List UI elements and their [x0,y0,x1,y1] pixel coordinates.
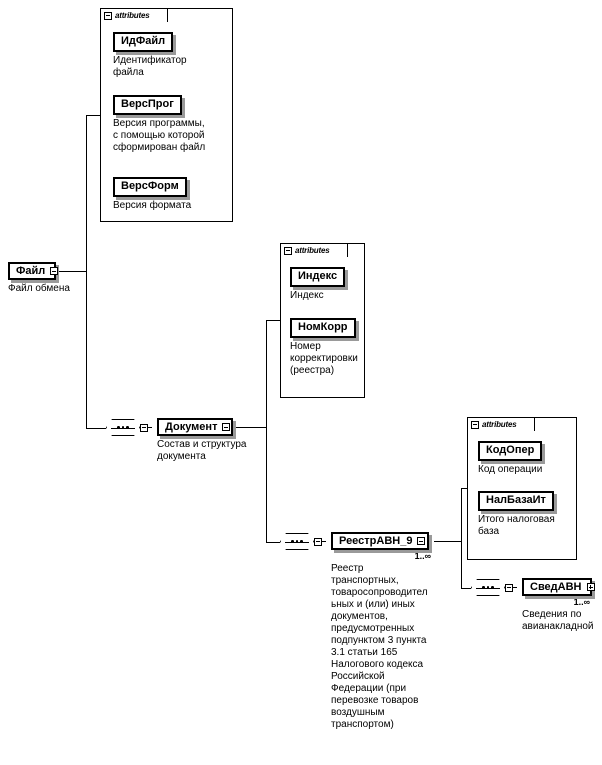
minus-box-icon[interactable] [417,537,426,545]
attribute-kodoper: КодОпер Код операции [478,440,542,476]
node-fajl-label: Файл [16,265,46,277]
sequence-connector-registry[interactable] [280,533,326,550]
sequence-dots [482,586,494,589]
minus-box-icon[interactable] [471,420,479,429]
attribute-idfajl: ИдФайл Идентификатор файла [113,31,187,79]
sequence-connector-icon[interactable] [106,419,140,436]
connector-trunk3-sequence-awb [461,588,471,589]
minus-box-icon[interactable] [104,11,112,20]
node-reestravn9-box[interactable]: РеестрАВН_9 [331,532,429,550]
connector-trunk2-sequence-registry [266,542,280,543]
connector-trunk-attributes-file [86,115,101,116]
node-reestravn9-description: Реестр транспортных, товаросопроводител … [331,563,428,730]
connector-dokument-trunk [236,427,266,428]
attribute-versform: ВерсФорм Версия формата [113,176,191,212]
attributes-tab-registry[interactable]: attributes [467,417,535,432]
attribute-versprog: ВерсПрог Версия программы, с помощью кот… [113,94,205,154]
node-fajl-description: Файл обмена [8,283,70,294]
node-fajl-box[interactable]: Файл [8,262,59,280]
connector-trunk2-vertical [266,320,267,542]
connector-trunk-vertical [86,115,87,428]
sequence-stub [322,541,326,542]
attribute-nalbazait: НалБазаИт Итого налоговая база [478,490,555,538]
node-reestravn9: РеестрАВН_9 1..∞ Реестр транспортных, то… [331,532,431,731]
attributes-tab-label: attributes [482,420,517,429]
attribute-description: Индекс [290,290,324,301]
node-dokument-box[interactable]: Документ [157,418,233,436]
sequence-stub [513,587,517,588]
attribute-name-box[interactable]: КодОпер [478,441,543,461]
sequence-dots [117,426,129,429]
attribute-name-box[interactable]: НомКорр [290,318,356,338]
minus-box-icon[interactable] [50,267,59,275]
attribute-description: Итого налоговая база [478,514,555,537]
sequence-dots [291,540,303,543]
node-svedavn-box[interactable]: СведАВН [522,578,595,596]
attributes-tab-document[interactable]: attributes [280,243,348,258]
connector-reestravn9-trunk [434,541,461,542]
connector-trunk3-vertical [461,488,462,588]
attribute-indeks: Индекс Индекс [290,266,346,302]
attributes-tab-label: attributes [295,246,330,255]
connector-trunk2-attributes-document [266,320,281,321]
attribute-description: Код операции [478,464,543,475]
attribute-description: Версия формата [113,200,192,211]
node-svedavn-description: Сведения по авианакладной [522,609,594,632]
plus-box-icon[interactable] [586,583,595,591]
attributes-panel-registry: attributes [467,417,577,560]
minus-box-icon[interactable] [314,537,322,546]
attribute-name-box[interactable]: ВерсФорм [113,177,187,197]
sequence-connector-icon[interactable] [280,533,314,550]
sequence-connector-document[interactable] [106,419,152,436]
minus-box-icon[interactable] [284,246,292,255]
minus-box-icon[interactable] [222,423,231,431]
attribute-name-box[interactable]: НалБазаИт [478,491,554,511]
node-dokument: Документ Состав и структура документа [157,418,247,463]
connector-trunk3-attributes-registry [461,488,467,489]
node-dokument-label: Документ [165,421,218,433]
node-reestravn9-label: РеестрАВН_9 [339,535,413,547]
node-svedavn-label: СведАВН [530,581,582,593]
attribute-name-box[interactable]: ВерсПрог [113,95,182,115]
attribute-description: Номер корректировки (реестра) [290,341,358,376]
attribute-description: Идентификатор файла [113,55,187,78]
connector-fajl-trunk [59,271,86,272]
attribute-nomkorr: НомКорр Номер корректировки (реестра) [290,317,358,377]
minus-box-icon[interactable] [505,583,513,592]
attribute-name-box[interactable]: Индекс [290,267,346,287]
attributes-tab-file[interactable]: attributes [100,8,168,23]
attribute-description: Версия программы, с помощью которой сфор… [113,118,206,153]
minus-box-icon[interactable] [140,423,148,432]
attributes-tab-label: attributes [115,11,150,20]
node-svedavn-cardinality: 1..∞ [573,597,590,607]
connector-trunk-sequence-document [86,428,106,429]
node-svedavn: СведАВН 1..∞ Сведения по авианакладной [522,578,595,633]
sequence-stub [148,427,152,428]
node-fajl: Файл Файл обмена [8,262,70,295]
sequence-connector-icon[interactable] [471,579,505,596]
node-dokument-description: Состав и структура документа [157,439,247,462]
attribute-name-box[interactable]: ИдФайл [113,32,174,52]
node-reestravn9-cardinality: 1..∞ [414,551,431,561]
sequence-connector-awb[interactable] [471,579,517,596]
